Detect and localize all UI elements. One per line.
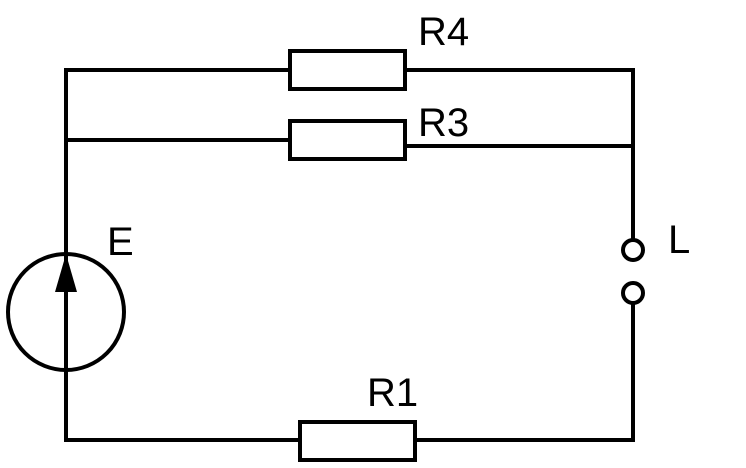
resistor-r1	[298, 420, 417, 462]
label-r3: R3	[418, 101, 469, 145]
label-l: L	[668, 218, 690, 262]
resistor-r4	[288, 49, 407, 91]
label-r4: R4	[418, 10, 469, 54]
terminal-bottom	[621, 281, 645, 305]
resistor-r3	[288, 119, 407, 161]
label-r1: R1	[367, 371, 418, 415]
label-e: E	[107, 220, 134, 264]
source-arrow-icon	[55, 254, 77, 292]
terminal-top	[621, 238, 645, 262]
